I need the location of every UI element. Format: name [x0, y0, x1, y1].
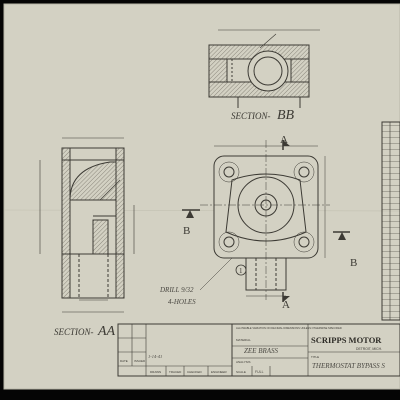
- section-bb-letters: BB: [277, 108, 295, 123]
- signoff-engineer: ENGINEER: [211, 370, 228, 374]
- title-block: [117, 323, 400, 377]
- balloon-number: 1: [239, 267, 243, 275]
- title-label: TITLE: [311, 355, 319, 359]
- material-value: ZEE BRASS: [244, 347, 279, 355]
- section-bb-view: [208, 29, 320, 108]
- revision-header-issued: ISSUED: [134, 359, 146, 363]
- drill-note-line-2: 4-HOLES: [168, 298, 196, 306]
- signoff-checked: CHECKED: [187, 370, 203, 374]
- bolt-hole-bottom-left: [223, 236, 235, 248]
- arrow-a-bottom-label: A: [282, 299, 290, 311]
- arrow-b-left-icon: [186, 210, 194, 218]
- section-aa-label: SECTION-: [54, 327, 94, 337]
- signoff-drawn: DRAWN: [150, 370, 161, 374]
- company-name: SCRIPPS MOTOR: [311, 335, 382, 345]
- drill-note-line-1: DRILL 9/32: [159, 286, 194, 294]
- revision-header-date: DATE: [120, 359, 128, 363]
- signoff-traced: TRACED: [169, 370, 182, 374]
- arrow-a-top-label: A: [280, 134, 288, 146]
- parts-list-block: [381, 121, 400, 321]
- balloon-circle: [235, 264, 247, 276]
- arrow-a-top-icon: [283, 140, 290, 146]
- company-location: DETROIT, MICH.: [356, 347, 382, 351]
- paper-shadow-edge: [3, 3, 400, 390]
- bolt-hole-top-left: [223, 166, 235, 178]
- arrow-b-left-label: B: [183, 225, 190, 237]
- section-bb-label: SECTION-: [231, 111, 271, 121]
- front-view-flange: [182, 140, 350, 302]
- signoff-scale: SCALE: [236, 370, 246, 374]
- tolerance-note: ALLOWABLE VARIATION ON DECIMAL DIMENSION…: [236, 326, 342, 330]
- bolt-hole-top-right: [298, 166, 310, 178]
- title-value: THERMOSTAT BYPASS S: [312, 362, 385, 370]
- arrow-b-right-label: B: [350, 257, 357, 269]
- arrow-b-right-icon: [338, 232, 346, 240]
- arrow-a-bottom-icon: [283, 296, 290, 302]
- section-aa-view: [39, 137, 135, 313]
- analysis-label: ANALYSIS: [236, 360, 250, 364]
- material-label: MATERIAL: [236, 338, 251, 342]
- section-aa-letters: AA: [97, 324, 116, 339]
- scale-value: FULL: [255, 370, 264, 374]
- date-value: 1-14-41: [148, 354, 162, 359]
- bolt-hole-bottom-right: [298, 236, 310, 248]
